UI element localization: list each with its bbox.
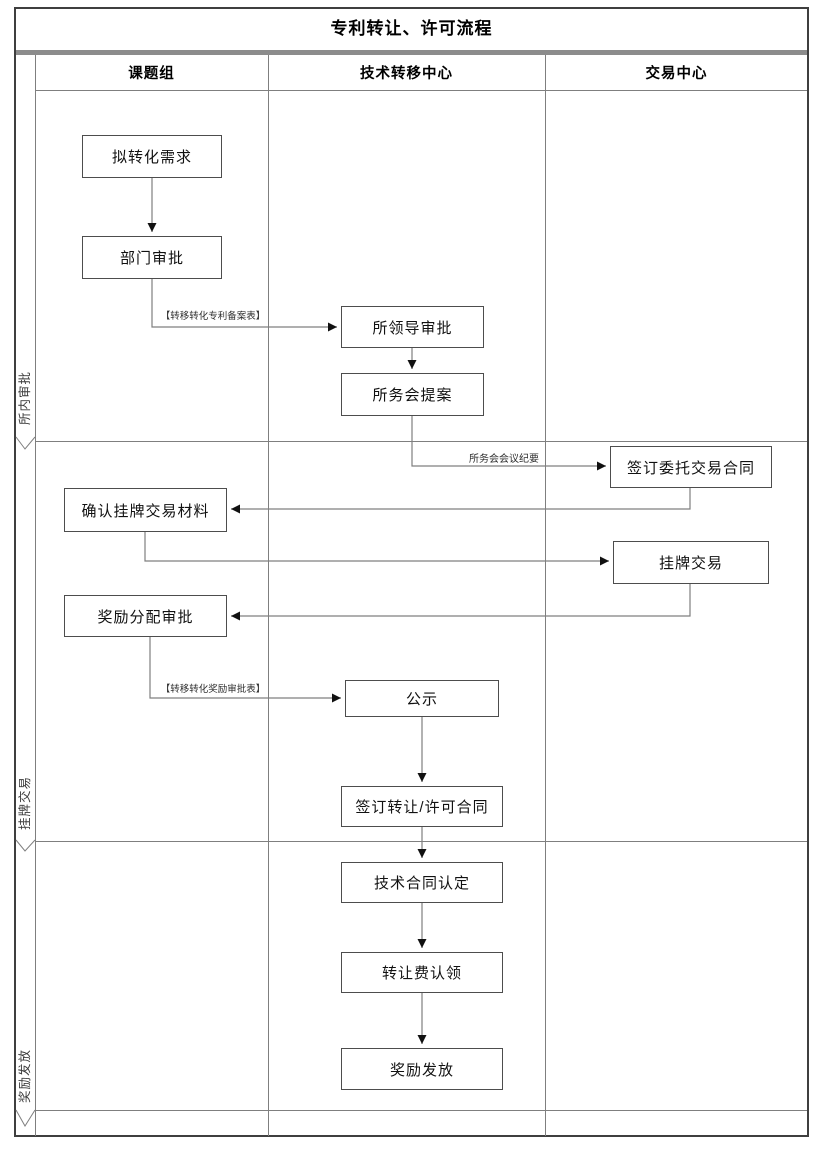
lane-label-reward-payout: 奖励发放	[18, 1049, 32, 1104]
edge-label-patent-filing-form: 【转移转化专利备案表】	[160, 311, 266, 322]
flow-connectors	[144, 178, 691, 1044]
connector-dept-to-leader	[151, 279, 337, 332]
swimlane-grid	[35, 55, 807, 1136]
title-rule	[16, 50, 807, 55]
lane1-chevron-icon	[15, 436, 36, 450]
node-transfer-fee-claim: 转让费认领	[341, 952, 503, 993]
node-institute-leader-approval: 所领导审批	[341, 306, 484, 348]
column-header-trading-center: 交易中心	[645, 66, 708, 82]
node-listing-trade: 挂牌交易	[613, 541, 769, 584]
node-reward-distribution-approval: 奖励分配审批	[64, 595, 227, 637]
node-sign-transfer-license-contract: 签订转让/许可合同	[341, 786, 503, 827]
node-sign-entrusted-trade-contract: 签订委托交易合同	[610, 446, 772, 488]
lane-label-listing-trade: 挂牌交易	[18, 776, 32, 831]
connector-rewardapproval-to-publicity	[149, 637, 341, 703]
connector-entrust-to-confirm	[231, 488, 691, 514]
edge-label-meeting-minutes: 所务会会议纪要	[469, 454, 539, 465]
page-title: 专利转让、许可流程	[330, 19, 493, 38]
lane-pointer-chevrons	[15, 436, 36, 1127]
column-header-research-group: 课题组	[128, 66, 175, 82]
node-department-approval: 部门审批	[82, 236, 222, 279]
lane-label-internal-approval: 所内审批	[18, 371, 32, 426]
node-publicity: 公示	[345, 680, 499, 717]
column-header-tech-transfer-center: 技术转移中心	[360, 66, 453, 82]
connector-confirm-to-listing	[144, 532, 609, 566]
node-conversion-demand: 拟转化需求	[82, 135, 222, 178]
lane2-chevron-icon	[15, 839, 36, 852]
node-institute-meeting-proposal: 所务会提案	[341, 373, 484, 416]
node-tech-contract-recognition: 技术合同认定	[341, 862, 503, 903]
node-reward-payout: 奖励发放	[341, 1048, 503, 1090]
edge-label-reward-approval-form: 【转移转化奖励审批表】	[160, 684, 266, 695]
connector-listing-to-rewardapproval	[231, 584, 691, 621]
outer-border	[14, 7, 809, 1137]
connector-proposal-to-entrust	[411, 416, 606, 471]
node-confirm-listing-materials: 确认挂牌交易材料	[64, 488, 227, 532]
lane3-chevron-icon	[15, 1109, 36, 1127]
